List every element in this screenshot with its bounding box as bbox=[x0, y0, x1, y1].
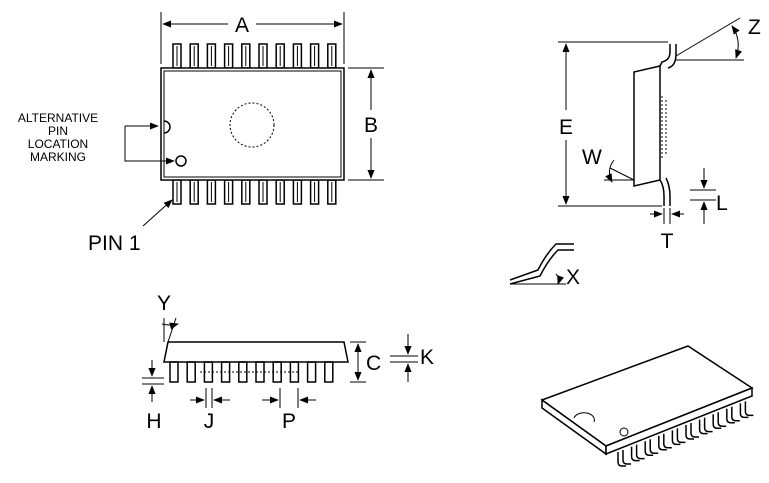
front-pin bbox=[238, 361, 248, 383]
pin1-notch-marking bbox=[163, 120, 171, 134]
lead-detail-inner bbox=[509, 249, 574, 285]
angle-z-line-1 bbox=[675, 17, 741, 57]
dim-l-label: L bbox=[716, 192, 728, 215]
marking-note-line1: ALTERNATIVE bbox=[18, 111, 98, 125]
marking-note-line4: MARKING bbox=[30, 150, 86, 164]
marking-arrow-dot bbox=[124, 126, 175, 165]
iso-notch bbox=[573, 412, 595, 423]
iso-pin bbox=[630, 446, 640, 462]
end-view-body bbox=[633, 65, 661, 187]
dim-k-label: K bbox=[420, 346, 434, 369]
front-pin bbox=[324, 361, 334, 383]
angle-x-arc bbox=[555, 273, 564, 285]
top-view-pins-lower bbox=[172, 179, 337, 205]
angle-w-arc bbox=[605, 159, 615, 183]
dim-b-label: B bbox=[364, 114, 378, 137]
iso-pin-edge bbox=[663, 433, 672, 449]
angle-y-line-2 bbox=[167, 317, 177, 343]
end-view: E Z W L T X bbox=[509, 16, 761, 289]
angle-z-label: Z bbox=[748, 16, 761, 39]
end-view-lead-bottom-2 bbox=[665, 177, 671, 206]
angle-x-label: X bbox=[566, 266, 580, 289]
dim-h-label: H bbox=[146, 410, 161, 433]
front-view-pins bbox=[169, 361, 334, 383]
top-view: A B ALTERNATIVE PIN LOCATION MARKING PIN… bbox=[18, 12, 384, 255]
dim-e-label: E bbox=[559, 116, 573, 139]
iso-pin-edge bbox=[731, 406, 740, 422]
dim-c-label: C bbox=[366, 352, 381, 375]
isometric-view bbox=[540, 345, 754, 467]
iso-pin bbox=[726, 408, 735, 424]
dim-a-label: A bbox=[235, 14, 249, 37]
angle-y-label: Y bbox=[157, 292, 171, 315]
iso-pin-edge bbox=[649, 439, 659, 454]
end-view-lead-top bbox=[659, 44, 671, 67]
iso-pin1-dot bbox=[619, 427, 629, 437]
dim-t-label: T bbox=[661, 230, 674, 253]
ejector-mark-circle bbox=[229, 102, 275, 148]
iso-pins bbox=[617, 401, 754, 467]
front-pin bbox=[186, 361, 196, 383]
front-view: Y H J P C K bbox=[142, 292, 434, 433]
front-view-body bbox=[163, 341, 349, 363]
angle-w-line-2 bbox=[609, 167, 635, 181]
iso-pin bbox=[739, 403, 749, 419]
iso-pin bbox=[671, 430, 681, 446]
angle-y-arc bbox=[161, 322, 179, 330]
angle-z-arc bbox=[731, 25, 742, 59]
top-view-body-inner bbox=[163, 70, 342, 178]
iso-pin bbox=[712, 414, 722, 429]
pin1-dot-marking bbox=[175, 155, 187, 167]
end-view-lead-top-2 bbox=[667, 44, 677, 69]
front-pin bbox=[169, 361, 179, 383]
top-view-pins-upper bbox=[172, 43, 337, 69]
top-view-body bbox=[160, 67, 345, 181]
iso-pin-edge bbox=[703, 417, 713, 433]
marking-note-line3: LOCATION bbox=[28, 137, 88, 151]
iso-pin-edge bbox=[717, 412, 727, 427]
iso-pin bbox=[644, 441, 654, 456]
pin1-leader-arrow bbox=[142, 199, 173, 227]
iso-pin bbox=[658, 435, 667, 451]
end-view-lead-bottom bbox=[659, 179, 665, 206]
iso-pin bbox=[617, 452, 626, 467]
dim-p-label: P bbox=[282, 410, 296, 433]
angle-w-label: W bbox=[582, 146, 602, 169]
dim-j-label: J bbox=[204, 410, 215, 433]
iso-pin-edge bbox=[690, 423, 699, 438]
front-pin bbox=[306, 361, 317, 383]
iso-front-side bbox=[605, 386, 753, 456]
iso-pin bbox=[685, 425, 694, 440]
front-pin bbox=[289, 361, 300, 383]
marking-note-line2: PIN bbox=[48, 124, 68, 138]
iso-pin-edge bbox=[676, 428, 686, 444]
iso-pin-edge bbox=[744, 401, 754, 417]
pin1-label: PIN 1 bbox=[88, 232, 141, 255]
lead-detail-outer bbox=[509, 243, 574, 281]
iso-pin-edge bbox=[622, 450, 631, 465]
iso-pin bbox=[698, 419, 708, 435]
iso-pin-edge bbox=[635, 444, 645, 460]
